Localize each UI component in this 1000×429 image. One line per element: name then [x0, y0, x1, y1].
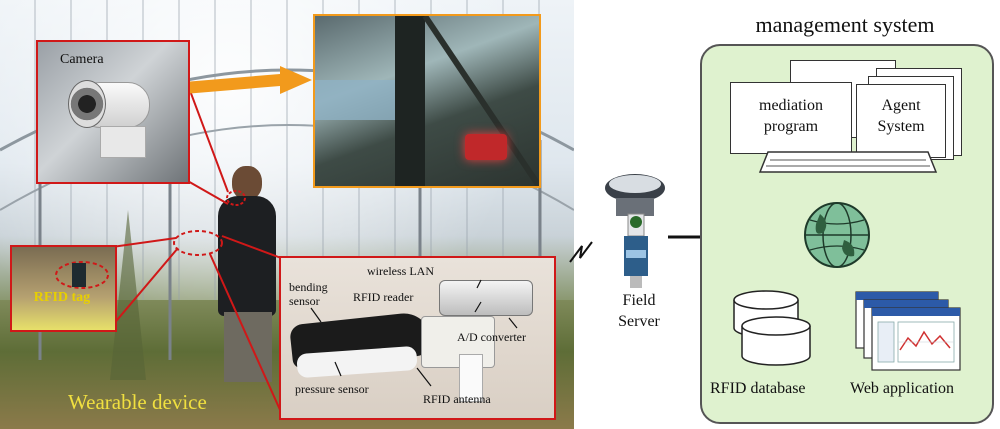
wearable-device-title: Wearable device	[68, 390, 207, 414]
rfid-tag-inset: RFID tag	[10, 245, 117, 332]
database-icon	[733, 290, 811, 366]
rfid-tag-label: RFID tag	[33, 290, 91, 305]
field-server-icon	[605, 174, 665, 288]
ad-converter-box	[421, 316, 495, 368]
wireless-lan-label: wireless LAN	[367, 264, 434, 278]
camera-stand	[100, 126, 146, 158]
agent-system-window: Agent System	[856, 84, 946, 158]
rfid-reader-unit	[439, 280, 533, 316]
agent-system-label: Agent System	[877, 97, 925, 135]
wearable-device-inset: wireless LAN RFID reader bending sensor …	[279, 256, 556, 420]
rfid-reader-label: RFID reader	[353, 290, 414, 304]
person-body	[218, 196, 276, 316]
rfid-antenna-label: RFID antenna	[423, 392, 491, 406]
ad-converter-label: A/D converter	[457, 330, 526, 344]
rfid-database-label: RFID database	[710, 380, 806, 397]
camera-view-inset	[313, 14, 541, 188]
person-legs	[224, 312, 272, 382]
camera-inset	[36, 40, 190, 184]
keyboard-icon	[758, 151, 938, 173]
wearable-photo-panel: Camera RFID tag wireless LAN	[0, 0, 574, 429]
device-pointer-lines	[310, 279, 518, 387]
arrow-to-camera-view	[172, 66, 312, 95]
field-server-label: Field Server	[618, 292, 660, 330]
camera-label: Camera	[60, 52, 104, 67]
web-application-label: Web application	[850, 380, 955, 397]
bending-sensor-label: bending sensor	[289, 280, 328, 308]
pressure-sensor-label: pressure sensor	[295, 382, 369, 396]
management-system-title: management system	[755, 12, 935, 37]
web-app-icon	[855, 291, 961, 371]
wireless-link-icon	[569, 241, 593, 263]
mediation-program-window: mediation program	[730, 82, 852, 154]
antenna-strap	[459, 354, 483, 402]
mediation-program-label: mediation program	[759, 97, 823, 135]
callout-lines	[111, 66, 312, 413]
globe-icon	[804, 202, 870, 268]
person-head	[232, 166, 262, 200]
camera-lens	[68, 80, 106, 128]
warning-light	[465, 134, 507, 160]
